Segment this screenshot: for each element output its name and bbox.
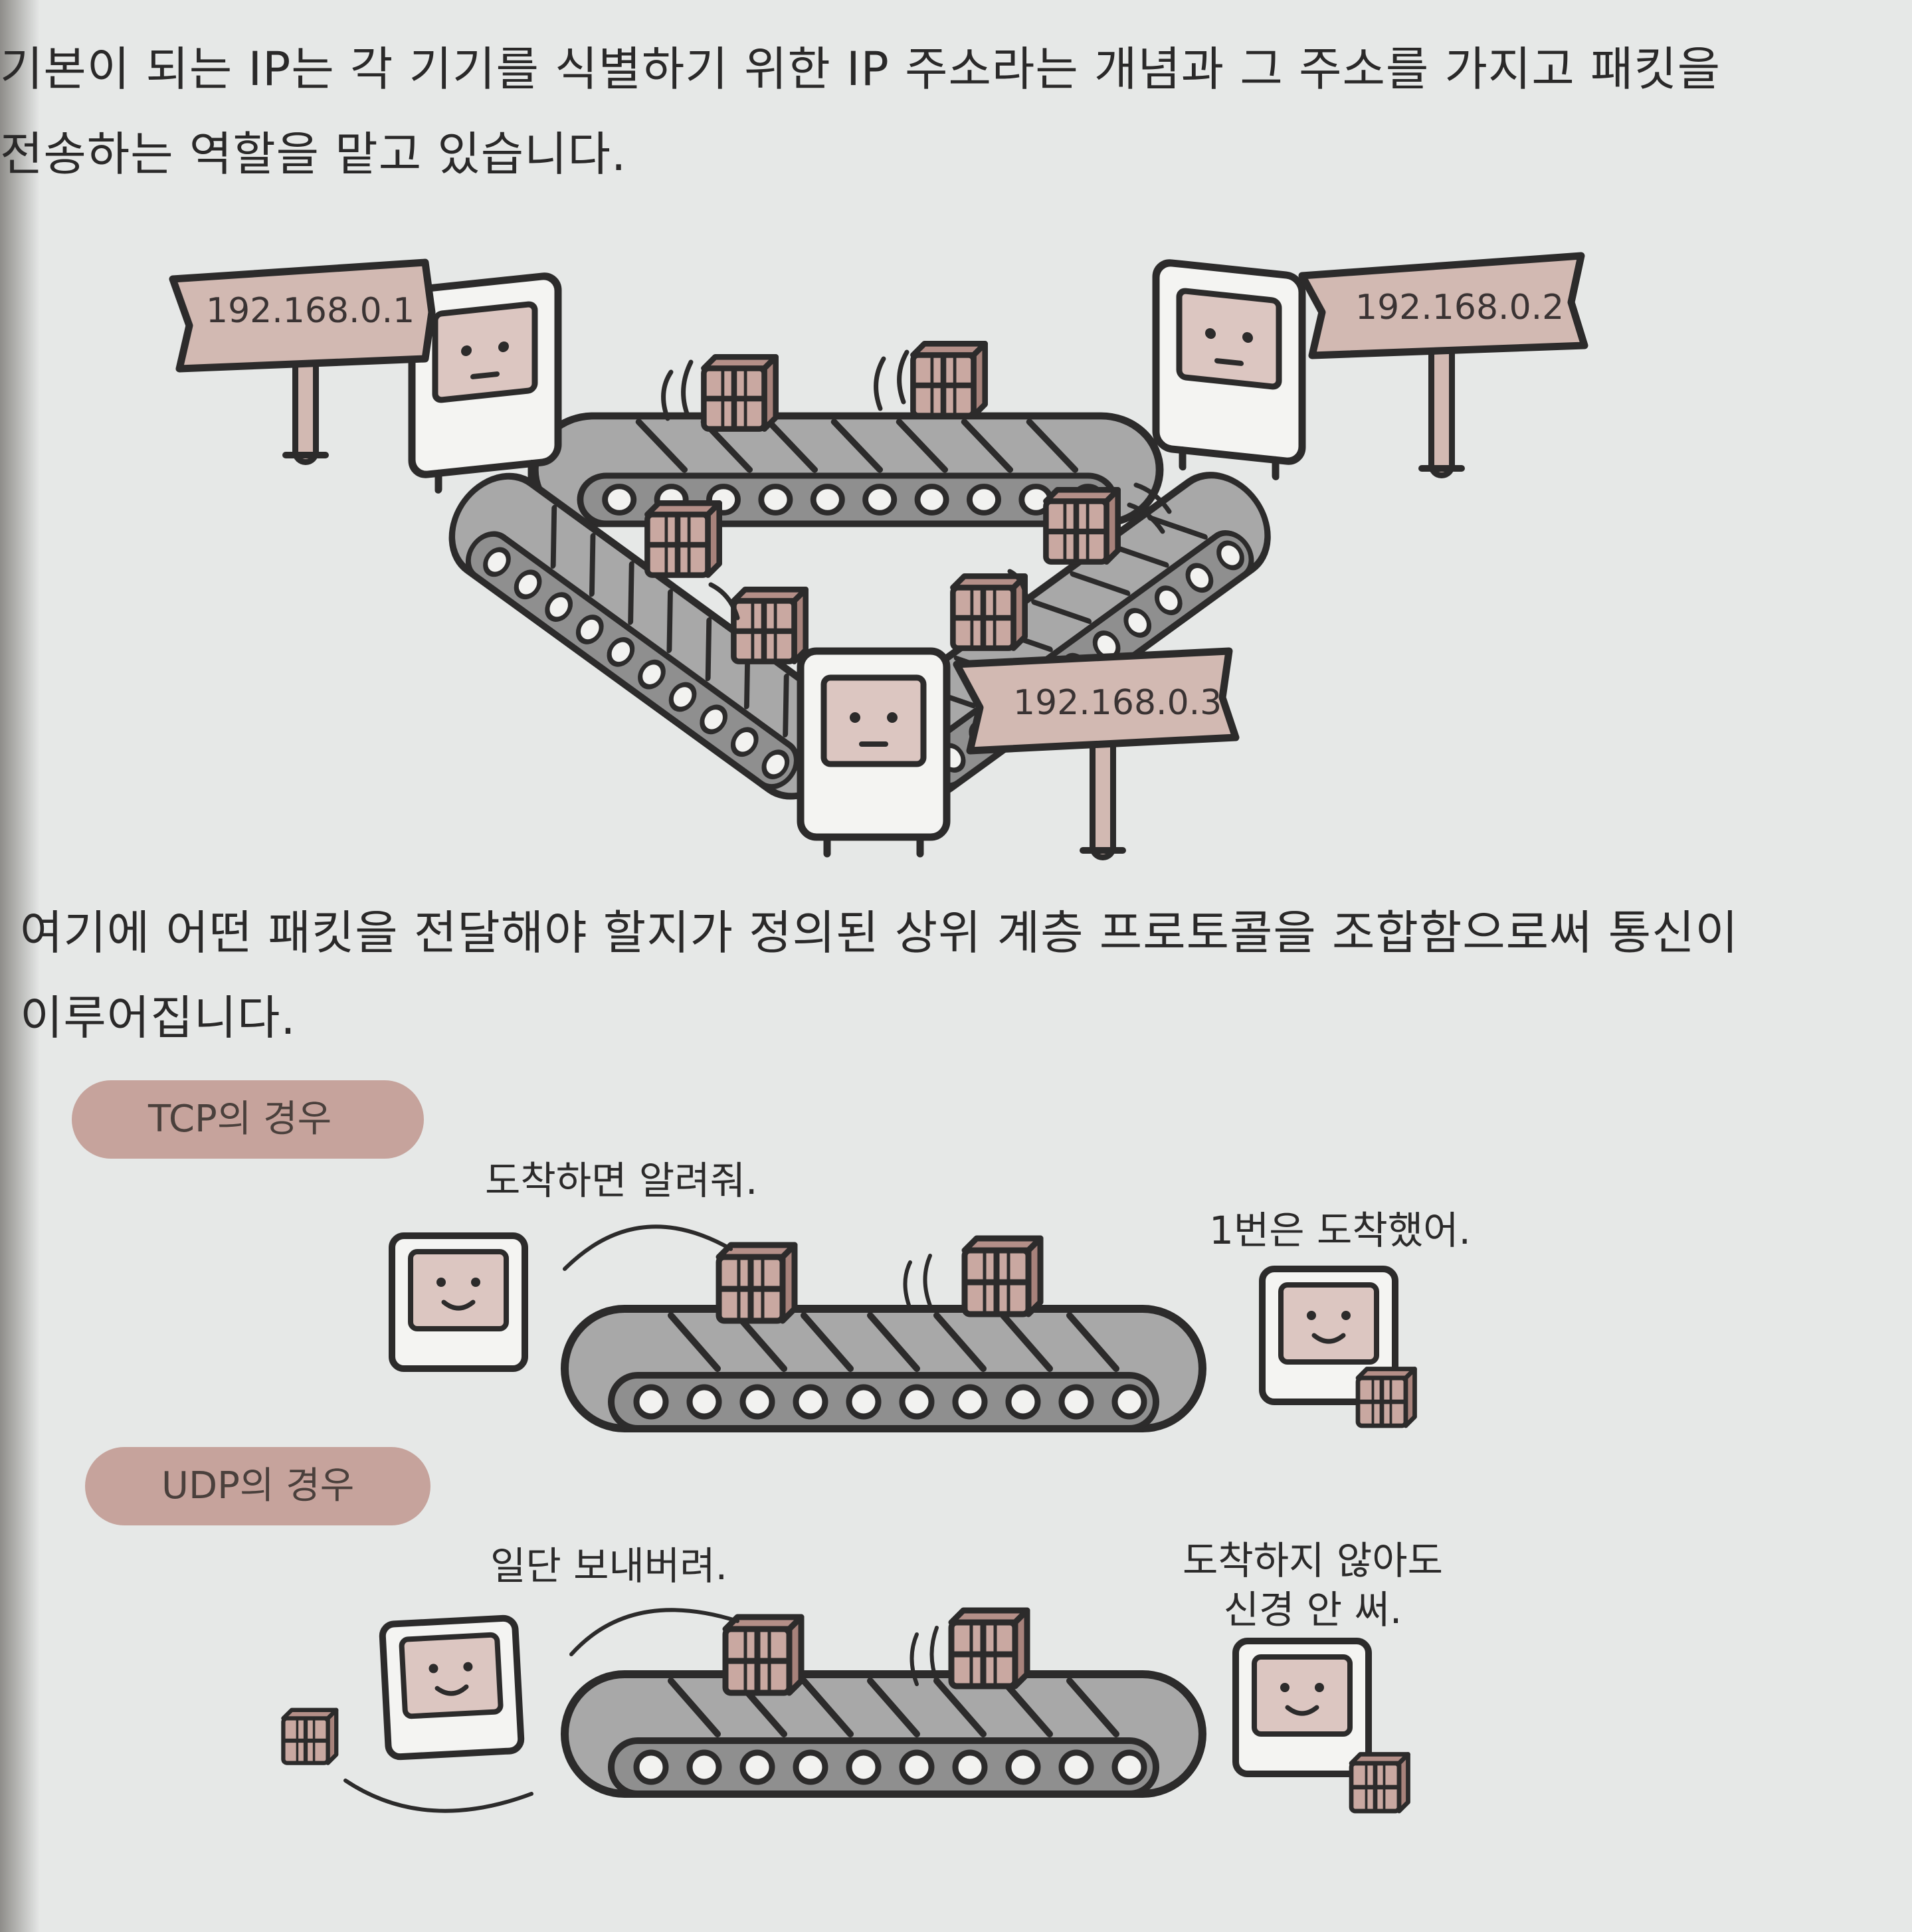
tcp-section-label: TCP의 경우 — [72, 1080, 424, 1159]
udp-sender-computer — [382, 1618, 522, 1757]
sign-2-text: 192.168.0.2 — [1355, 288, 1564, 328]
tcp-receiver-speech: 1번은 도착했어. — [1209, 1208, 1471, 1253]
tcp-motion-lines — [563, 1224, 932, 1311]
computer-2 — [1156, 261, 1302, 479]
packet-6 — [953, 576, 1024, 648]
udp-sender-speech: 일단 보내버려. — [490, 1543, 728, 1589]
tcp-conveyor-belt — [565, 1309, 1202, 1428]
packet-2 — [913, 343, 985, 415]
packet-5 — [1046, 490, 1117, 561]
udp-packet-2 — [951, 1610, 1027, 1686]
middle-line-1: 여기에 어떤 패킷을 전달해야 할지가 정의된 상위 계층 프로토콜을 조합함으… — [20, 906, 1739, 960]
intro-paragraph: 기본이 되는 IP는 각 기기를 식별하기 위한 IP 주소라는 개념과 그 주… — [0, 27, 1721, 197]
tcp-sender-computer — [392, 1236, 525, 1369]
page-binding-shadow — [0, 0, 40, 1932]
tcp-packet-1 — [719, 1245, 795, 1321]
sign-3: 192.168.0.3 — [953, 647, 1240, 755]
udp-receiver-computer — [1236, 1641, 1369, 1774]
udp-receiver-speech-line-2: 신경 안 써. — [1223, 1587, 1402, 1632]
sign-1: 192.168.0.1 — [169, 258, 436, 373]
udp-motion-lines — [343, 1608, 939, 1813]
udp-packet-1 — [725, 1617, 801, 1693]
computer-3 — [801, 651, 947, 854]
packet-4 — [733, 589, 805, 661]
tcp-packet-2 — [965, 1238, 1040, 1314]
udp-received-packet — [1351, 1755, 1408, 1812]
sign-3-text: 192.168.0.3 — [1013, 683, 1222, 723]
intro-line-2: 전송하는 역할을 맡고 있습니다. — [0, 127, 627, 181]
tcp-sender-speech: 도착하면 알려줘. — [485, 1158, 758, 1203]
udp-thrown-packet — [283, 1710, 336, 1763]
sign-1-text: 192.168.0.1 — [206, 291, 415, 331]
packet-3 — [647, 503, 719, 575]
intro-line-1: 기본이 되는 IP는 각 기기를 식별하기 위한 IP 주소라는 개념과 그 주… — [0, 42, 1721, 96]
udp-receiver-speech-line-1: 도착하지 않아도 — [1183, 1538, 1443, 1583]
middle-paragraph: 여기에 어떤 패킷을 전달해야 할지가 정의된 상위 계층 프로토콜을 조합함으… — [20, 890, 1739, 1060]
udp-receiver-speech: 도착하지 않아도 신경 안 써. — [1183, 1536, 1443, 1634]
udp-section-label: UDP의 경우 — [85, 1447, 430, 1525]
sign-2: 192.168.0.2 — [1298, 252, 1588, 359]
tcp-received-packet — [1358, 1369, 1415, 1426]
udp-conveyor-belt — [565, 1674, 1202, 1794]
middle-line-2: 이루어집니다. — [20, 991, 296, 1045]
motion-lines — [661, 349, 1172, 621]
packet-1 — [704, 357, 775, 429]
